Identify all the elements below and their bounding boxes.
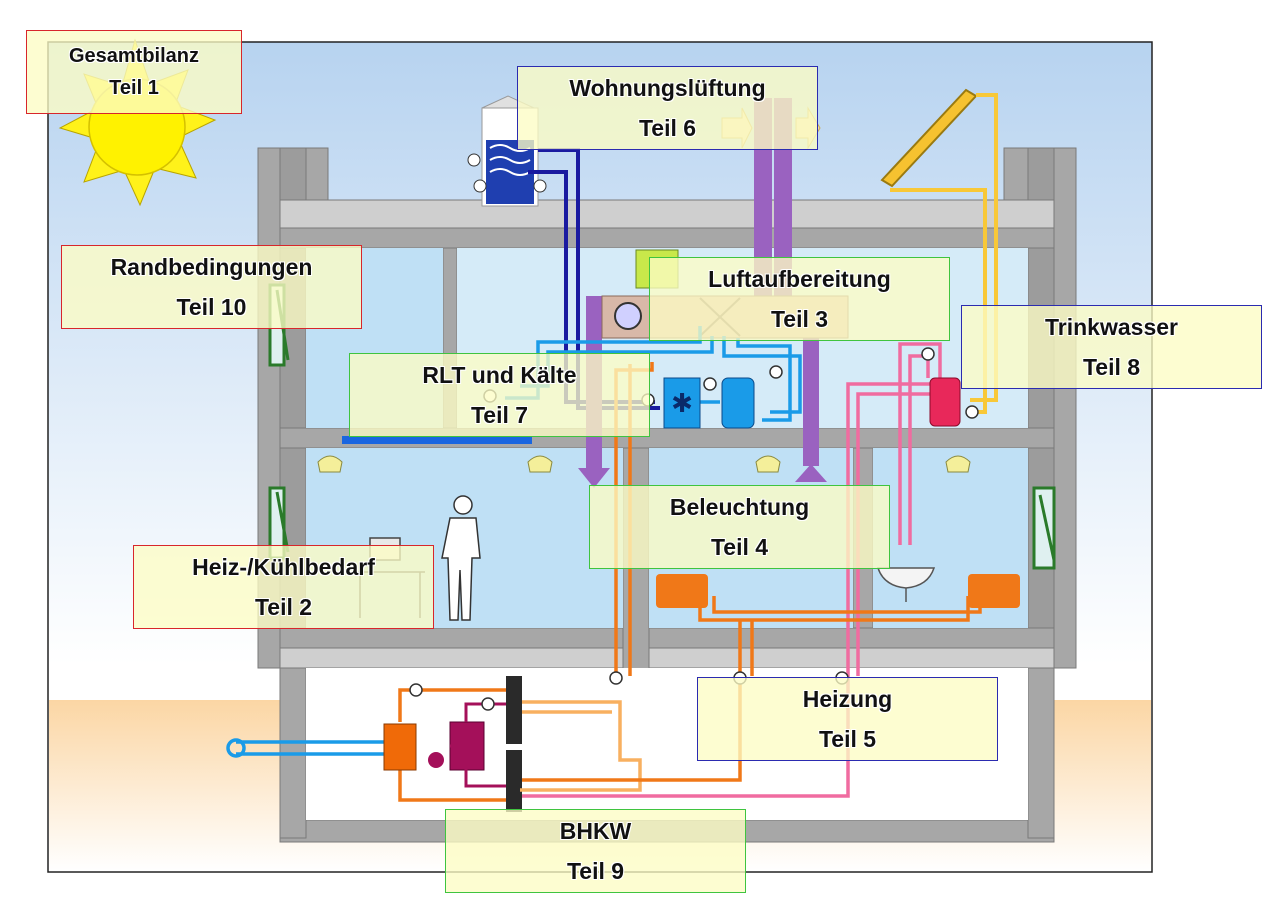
- label-luftaufbereitung-part: Teil 3: [770, 306, 829, 332]
- hot-water-storage-tank: [929, 377, 961, 427]
- label-beleuchtung: Beleuchtung Teil 4: [589, 485, 890, 569]
- label-gesamtbilanz: Gesamtbilanz Teil 1: [26, 30, 242, 114]
- label-heiz-kuehlbedarf: Heiz-/Kühlbedarf Teil 2: [133, 545, 434, 629]
- label-gesamtbilanz-part: Teil 1: [109, 77, 159, 99]
- label-bhkw-title: BHKW: [559, 818, 632, 844]
- label-gesamtbilanz-title: Gesamtbilanz: [68, 45, 200, 67]
- label-randbedingungen-title: Randbedingungen: [110, 254, 313, 280]
- radiators: [656, 574, 1020, 608]
- label-heizung-part: Teil 5: [818, 726, 877, 752]
- label-trinkwasser: Trinkwasser Teil 8: [961, 305, 1262, 389]
- label-heizung-title: Heizung: [802, 686, 893, 712]
- chiller-unit: ✱: [663, 377, 755, 429]
- svg-text:✱: ✱: [671, 388, 693, 418]
- label-rlt-kaelte-part: Teil 7: [470, 402, 529, 428]
- label-heizung: Heizung Teil 5: [697, 677, 998, 761]
- label-wohnungslueftung-part: Teil 6: [638, 115, 697, 141]
- label-randbedingungen-part: Teil 10: [176, 294, 247, 320]
- label-rlt-kaelte-title: RLT und Kälte: [422, 362, 577, 388]
- label-randbedingungen: Randbedingungen Teil 10: [61, 245, 362, 329]
- sink-icon: [876, 567, 936, 602]
- label-heiz-kuehlbedarf-title: Heiz-/Kühlbedarf: [192, 554, 375, 580]
- label-luftaufbereitung-title: Luftaufbereitung: [708, 266, 891, 292]
- ceiling-cooling-panel: [342, 436, 532, 444]
- label-trinkwasser-title: Trinkwasser: [1045, 314, 1178, 340]
- label-luftaufbereitung: Luftaufbereitung Teil 3: [649, 257, 950, 341]
- person-icon: [441, 495, 481, 621]
- pump-icons: [409, 347, 979, 711]
- label-bhkw-part: Teil 9: [566, 858, 625, 884]
- label-beleuchtung-part: Teil 4: [710, 534, 769, 560]
- label-trinkwasser-part: Teil 8: [1082, 354, 1141, 380]
- label-wohnungslueftung: Wohnungslüftung Teil 6: [517, 66, 818, 150]
- ceiling-lamps: [317, 455, 971, 473]
- label-rlt-kaelte: RLT und Kälte Teil 7: [349, 353, 650, 437]
- chp-boiler-room: [383, 676, 522, 812]
- drinking-water-pipes: [846, 342, 942, 676]
- label-bhkw: BHKW Teil 9: [445, 809, 746, 893]
- label-beleuchtung-title: Beleuchtung: [669, 494, 810, 520]
- label-wohnungslueftung-title: Wohnungslüftung: [569, 75, 766, 101]
- rooftop-cooling-unit: [467, 95, 547, 207]
- label-heiz-kuehlbedarf-part: Teil 2: [254, 594, 313, 620]
